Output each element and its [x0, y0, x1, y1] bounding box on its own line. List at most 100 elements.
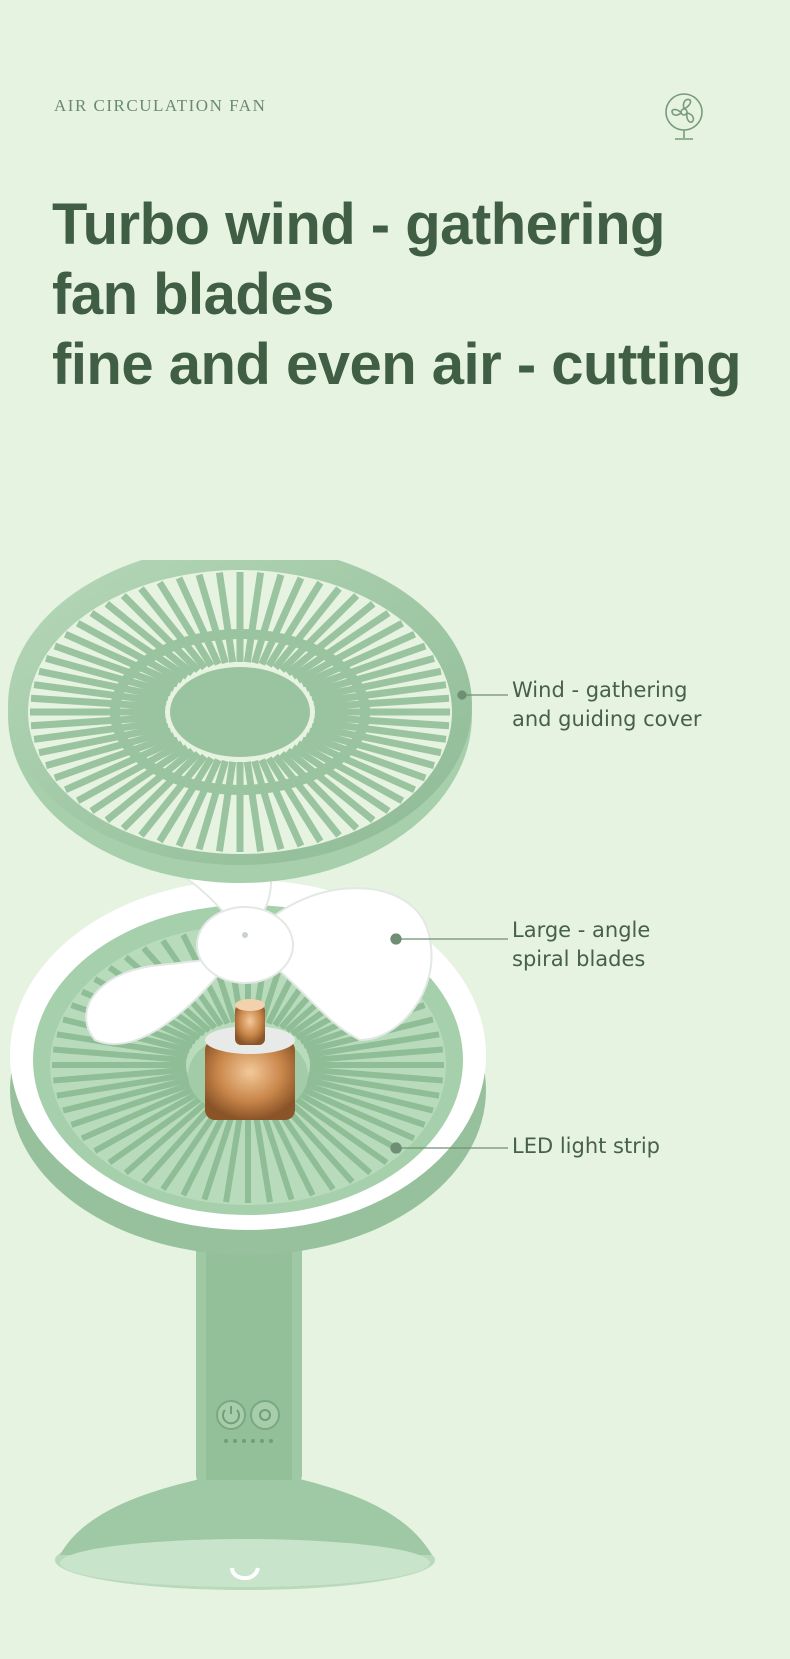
callout-cover-line-2: and guiding cover: [512, 707, 702, 731]
grille-rib: [296, 740, 405, 804]
callout-led: LED light strip: [512, 1132, 660, 1161]
grille-rib: [138, 753, 208, 838]
grille-rib: [62, 1076, 191, 1114]
front-cover-grille: [8, 560, 472, 883]
grille-rib: [299, 1085, 416, 1142]
grille-rib: [75, 620, 184, 684]
desk-fan-icon: [665, 93, 703, 140]
fan-product-illustration: [8, 560, 508, 1590]
grille-rib: [309, 1046, 444, 1064]
grille-rib: [120, 593, 201, 673]
callout-cover-line-1: Wind - gathering: [512, 678, 688, 702]
grille-rib: [38, 667, 169, 701]
grille-rib: [243, 761, 265, 852]
grille-rib: [223, 1108, 245, 1203]
page-headline: Turbo wind - gathering fan blades fine a…: [52, 190, 742, 400]
grille-rib: [314, 694, 450, 711]
grille-rib: [120, 751, 201, 831]
grille-rib: [279, 593, 360, 673]
grille-rib: [52, 1066, 187, 1084]
grille-rib: [56, 1031, 189, 1059]
grille-rib: [53, 642, 176, 692]
grille-rib: [195, 760, 229, 851]
grille-rib: [307, 1031, 440, 1059]
grille-rib: [308, 655, 435, 697]
grille-rib: [295, 1089, 403, 1154]
fan-base: [55, 1475, 435, 1590]
grille-rib: [251, 573, 285, 664]
grille-rib: [107, 1093, 206, 1166]
grille-rib: [104, 601, 195, 677]
grille-rib: [258, 1106, 295, 1201]
grille-rib: [272, 753, 342, 838]
grille-rib: [258, 576, 305, 666]
grille-rib: [45, 727, 172, 769]
callout-cover: Wind - gathering and guiding cover: [512, 676, 702, 734]
grille-rib: [291, 744, 391, 814]
callout-blades-line-2: spiral blades: [512, 947, 646, 971]
grille-rib: [30, 694, 166, 711]
grille-rib: [70, 1081, 194, 1128]
grille-rib: [305, 1076, 434, 1114]
grille-rib: [314, 713, 450, 730]
grille-rib: [215, 572, 237, 663]
fan-motor: [205, 999, 295, 1120]
grille-rib: [300, 631, 417, 688]
grille-rib: [175, 576, 222, 666]
grille-rib: [304, 732, 427, 782]
grille-rib: [304, 642, 427, 692]
grille-rib: [290, 1093, 389, 1166]
grille-rib: [53, 732, 176, 782]
grille-rib: [302, 1081, 426, 1128]
grille-rib: [279, 751, 360, 831]
grille-rib: [285, 747, 376, 823]
grille-rib: [272, 586, 342, 671]
mode-button-icon: [250, 1400, 280, 1430]
battery-indicator-dots: [224, 1439, 273, 1443]
eyebrow-label: AIR CIRCULATION FAN: [54, 96, 267, 115]
grille-rib: [156, 580, 215, 668]
fan-stand: [196, 1230, 302, 1485]
grille-rib: [258, 758, 305, 848]
headline-line-3: fine and even air - cutting: [52, 332, 742, 397]
grille-rib: [63, 631, 180, 688]
grille-rib: [180, 1105, 231, 1197]
grille-rib: [291, 610, 391, 680]
grille-rib: [89, 610, 189, 680]
grille-rib: [156, 756, 215, 844]
grille-rib: [300, 736, 417, 793]
grille-rib: [251, 1108, 273, 1203]
grille-rib: [309, 1066, 444, 1084]
grille-rib: [215, 761, 237, 852]
grille-rib: [201, 1106, 238, 1201]
grille-rib: [311, 723, 442, 757]
grille-rib: [308, 727, 435, 769]
grille-rib: [89, 744, 189, 814]
power-button-icon: [216, 1400, 246, 1430]
grille-rib: [265, 580, 324, 668]
grille-rib: [123, 1097, 212, 1176]
grille-rib: [313, 718, 447, 743]
grille-rib: [75, 740, 184, 804]
grille-rib: [104, 747, 195, 823]
callout-led-line-1: LED light strip: [512, 1134, 661, 1158]
grille-rib: [307, 1071, 440, 1099]
grille-rib: [251, 760, 285, 851]
headline-line-2: fan blades: [52, 262, 334, 327]
grille-rib: [265, 1105, 316, 1197]
callout-blades: Large - angle spiral blades: [512, 916, 650, 974]
grille-rib: [30, 713, 166, 730]
grille-rib: [195, 573, 229, 664]
grille-rib: [296, 620, 405, 684]
grille-rib: [38, 723, 169, 757]
grille-rib: [284, 1097, 373, 1176]
callout-blades-line-1: Large - angle: [512, 918, 651, 942]
grille-rib: [33, 681, 167, 706]
grille-rib: [313, 681, 447, 706]
grille-rib: [285, 601, 376, 677]
grille-rib: [138, 586, 208, 671]
grille-rib: [265, 756, 324, 844]
grille-rib: [175, 758, 222, 848]
grille-rib: [141, 1100, 218, 1184]
grille-rib: [45, 655, 172, 697]
